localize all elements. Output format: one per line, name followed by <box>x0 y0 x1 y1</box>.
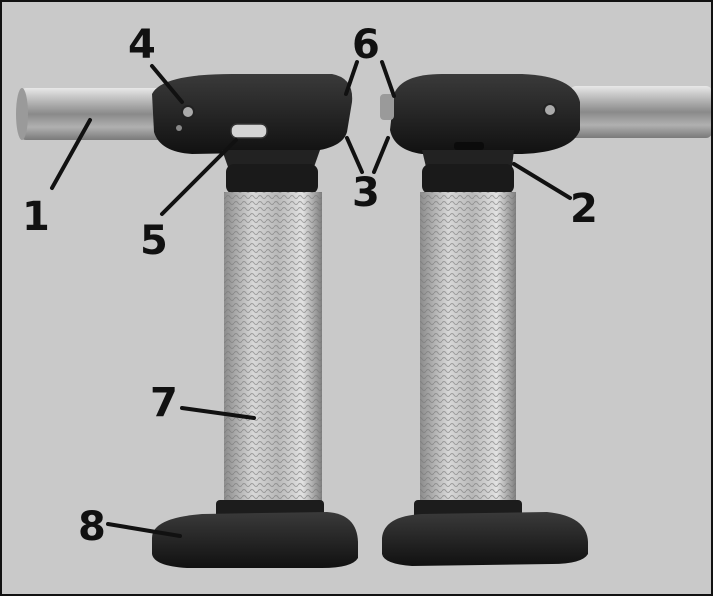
callout-1: 1 <box>22 194 50 240</box>
callout-2: 2 <box>570 186 598 232</box>
callout-6: 6 <box>352 22 380 68</box>
right-nozzle-tube <box>570 86 711 138</box>
leader-3b <box>374 138 388 172</box>
leader-3a <box>347 138 362 172</box>
right-base <box>382 512 588 566</box>
left-tank-texture <box>224 192 322 512</box>
callout-3: 3 <box>352 170 380 216</box>
callout-5: 5 <box>140 218 168 264</box>
callout-4: 4 <box>128 22 156 68</box>
leader-6b <box>382 62 394 96</box>
right-collar-ring <box>422 164 514 194</box>
callout-7: 7 <box>150 380 178 426</box>
left-screw <box>176 125 182 131</box>
left-torch <box>16 74 358 568</box>
callout-8: 8 <box>78 504 106 550</box>
left-lock-button <box>182 106 194 118</box>
left-flame-adjuster <box>231 124 267 138</box>
left-nozzle-tip <box>16 88 28 140</box>
left-collar-ring <box>226 164 318 194</box>
left-base <box>152 512 358 568</box>
leader-2 <box>514 164 570 198</box>
left-nozzle-tube <box>20 88 165 140</box>
right-lock-button <box>544 104 556 116</box>
right-tank-texture <box>420 192 516 512</box>
right-torch <box>380 74 711 566</box>
right-igniter-slot <box>454 142 484 150</box>
right-gas-outlet <box>380 94 394 120</box>
